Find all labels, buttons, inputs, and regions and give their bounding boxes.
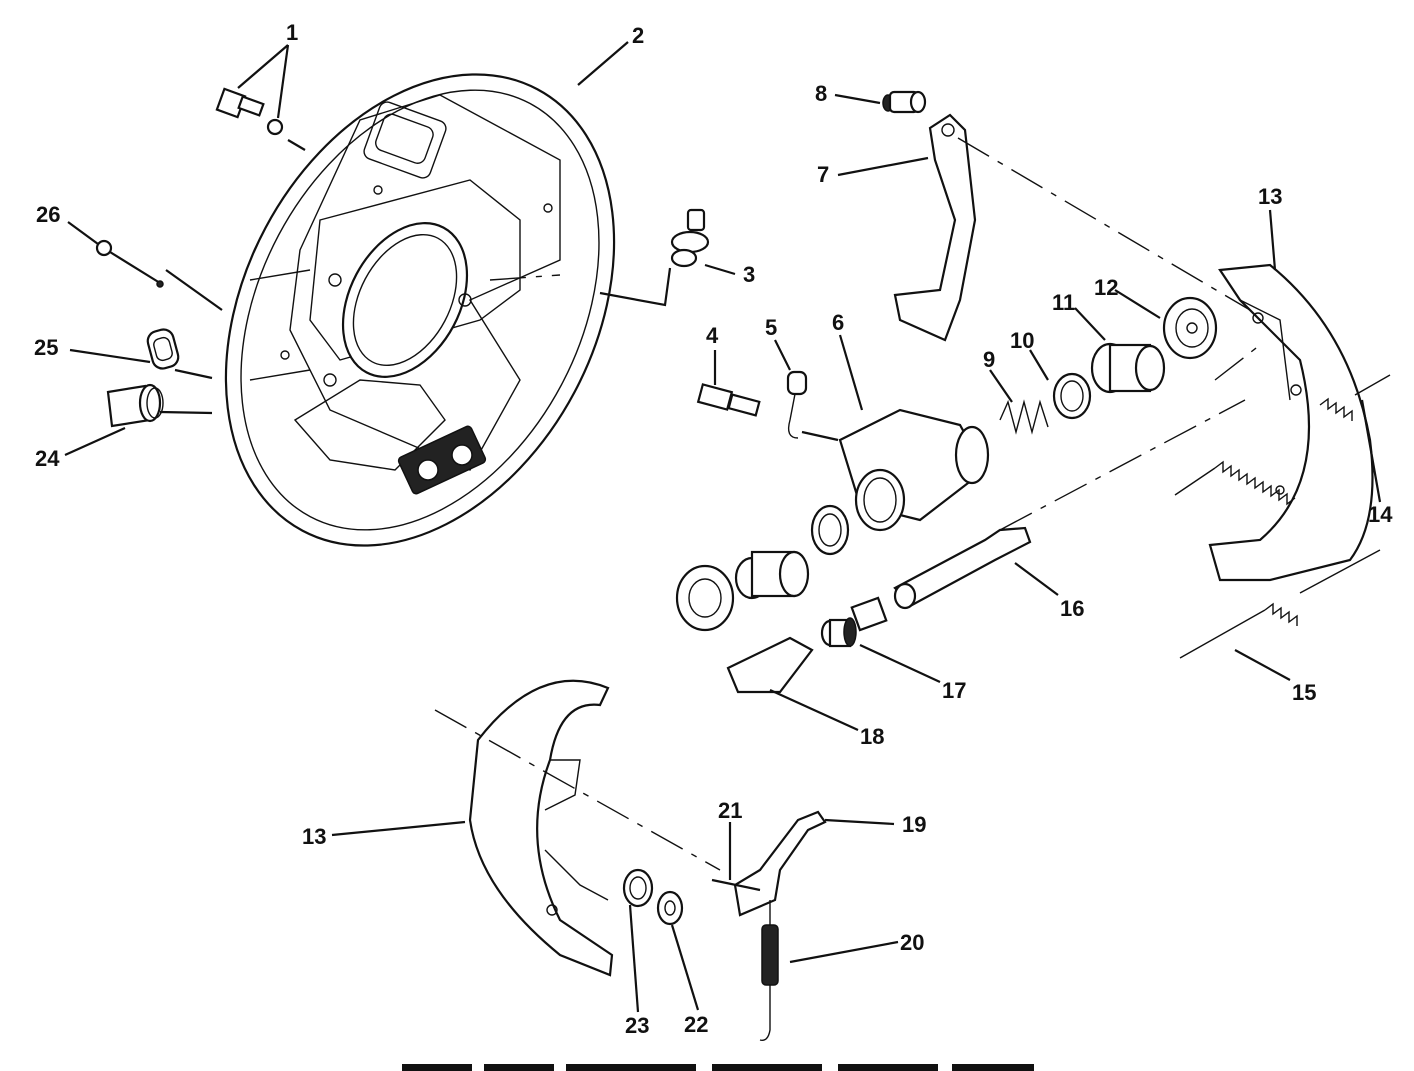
bleeder-screw-4 bbox=[696, 383, 761, 417]
callout-24: 24 bbox=[35, 446, 60, 471]
socket-18 bbox=[726, 636, 814, 694]
callout-labels: 1 2 3 4 5 6 7 8 9 10 11 12 13 14 15 16 1… bbox=[34, 20, 1393, 1038]
callout-15: 15 bbox=[1292, 680, 1316, 705]
callout-19: 19 bbox=[902, 812, 926, 837]
callout-21: 21 bbox=[718, 798, 742, 823]
screw-17 bbox=[820, 596, 888, 648]
pin-8 bbox=[882, 90, 927, 114]
spring-15 bbox=[1179, 549, 1381, 659]
bolt-and-washer bbox=[215, 87, 284, 136]
callout-12: 12 bbox=[1094, 275, 1118, 300]
spring-20 bbox=[759, 900, 779, 1041]
brake-shoe-left bbox=[468, 679, 614, 977]
link-7 bbox=[893, 113, 977, 342]
callout-3: 3 bbox=[743, 262, 755, 287]
bleeder-valve-3 bbox=[670, 208, 710, 268]
cup-10 bbox=[1052, 372, 1092, 420]
piston-lower bbox=[734, 550, 810, 600]
callout-13-upper: 13 bbox=[1258, 184, 1282, 209]
callout-11: 11 bbox=[1052, 290, 1075, 315]
boot-lower bbox=[675, 564, 735, 632]
piston-11 bbox=[1090, 342, 1166, 394]
lever-19 bbox=[733, 810, 827, 917]
cup-lower bbox=[810, 504, 850, 556]
callout-26: 26 bbox=[36, 202, 60, 227]
cropped-footer-bars bbox=[402, 1064, 1034, 1071]
pin-21 bbox=[711, 878, 761, 892]
callout-20: 20 bbox=[900, 930, 924, 955]
callout-9: 9 bbox=[983, 347, 995, 372]
bolt-26 bbox=[95, 239, 164, 288]
boot-12 bbox=[1162, 296, 1218, 360]
brake-shoe-right bbox=[1208, 263, 1374, 582]
callout-13-lower: 13 bbox=[302, 824, 326, 849]
callout-6: 6 bbox=[832, 310, 844, 335]
wheel-cylinder-6 bbox=[838, 408, 990, 532]
plug-24 bbox=[106, 383, 164, 428]
callout-14: 14 bbox=[1368, 502, 1393, 527]
callout-5: 5 bbox=[765, 315, 777, 340]
callout-10: 10 bbox=[1010, 328, 1034, 353]
callout-17: 17 bbox=[942, 678, 966, 703]
spring-9 bbox=[999, 399, 1049, 435]
backing-plate bbox=[224, 73, 616, 547]
callout-23: 23 bbox=[625, 1013, 649, 1038]
callout-1: 1 bbox=[286, 20, 298, 45]
spring-14 bbox=[1174, 374, 1391, 506]
boot-5 bbox=[786, 370, 839, 442]
spring-23 bbox=[622, 868, 654, 908]
leader-lines bbox=[64, 41, 1382, 1013]
callout-8: 8 bbox=[815, 81, 827, 106]
callout-2: 2 bbox=[632, 23, 644, 48]
callout-16: 16 bbox=[1060, 596, 1084, 621]
callout-18: 18 bbox=[860, 724, 884, 749]
washer-22 bbox=[656, 890, 684, 926]
plug-25 bbox=[146, 328, 180, 370]
callout-25: 25 bbox=[34, 335, 58, 360]
callout-4: 4 bbox=[706, 323, 719, 348]
callout-7: 7 bbox=[817, 162, 829, 187]
callout-22: 22 bbox=[684, 1012, 708, 1037]
adjuster-16 bbox=[893, 526, 1032, 610]
alignment-lines bbox=[434, 137, 1261, 871]
